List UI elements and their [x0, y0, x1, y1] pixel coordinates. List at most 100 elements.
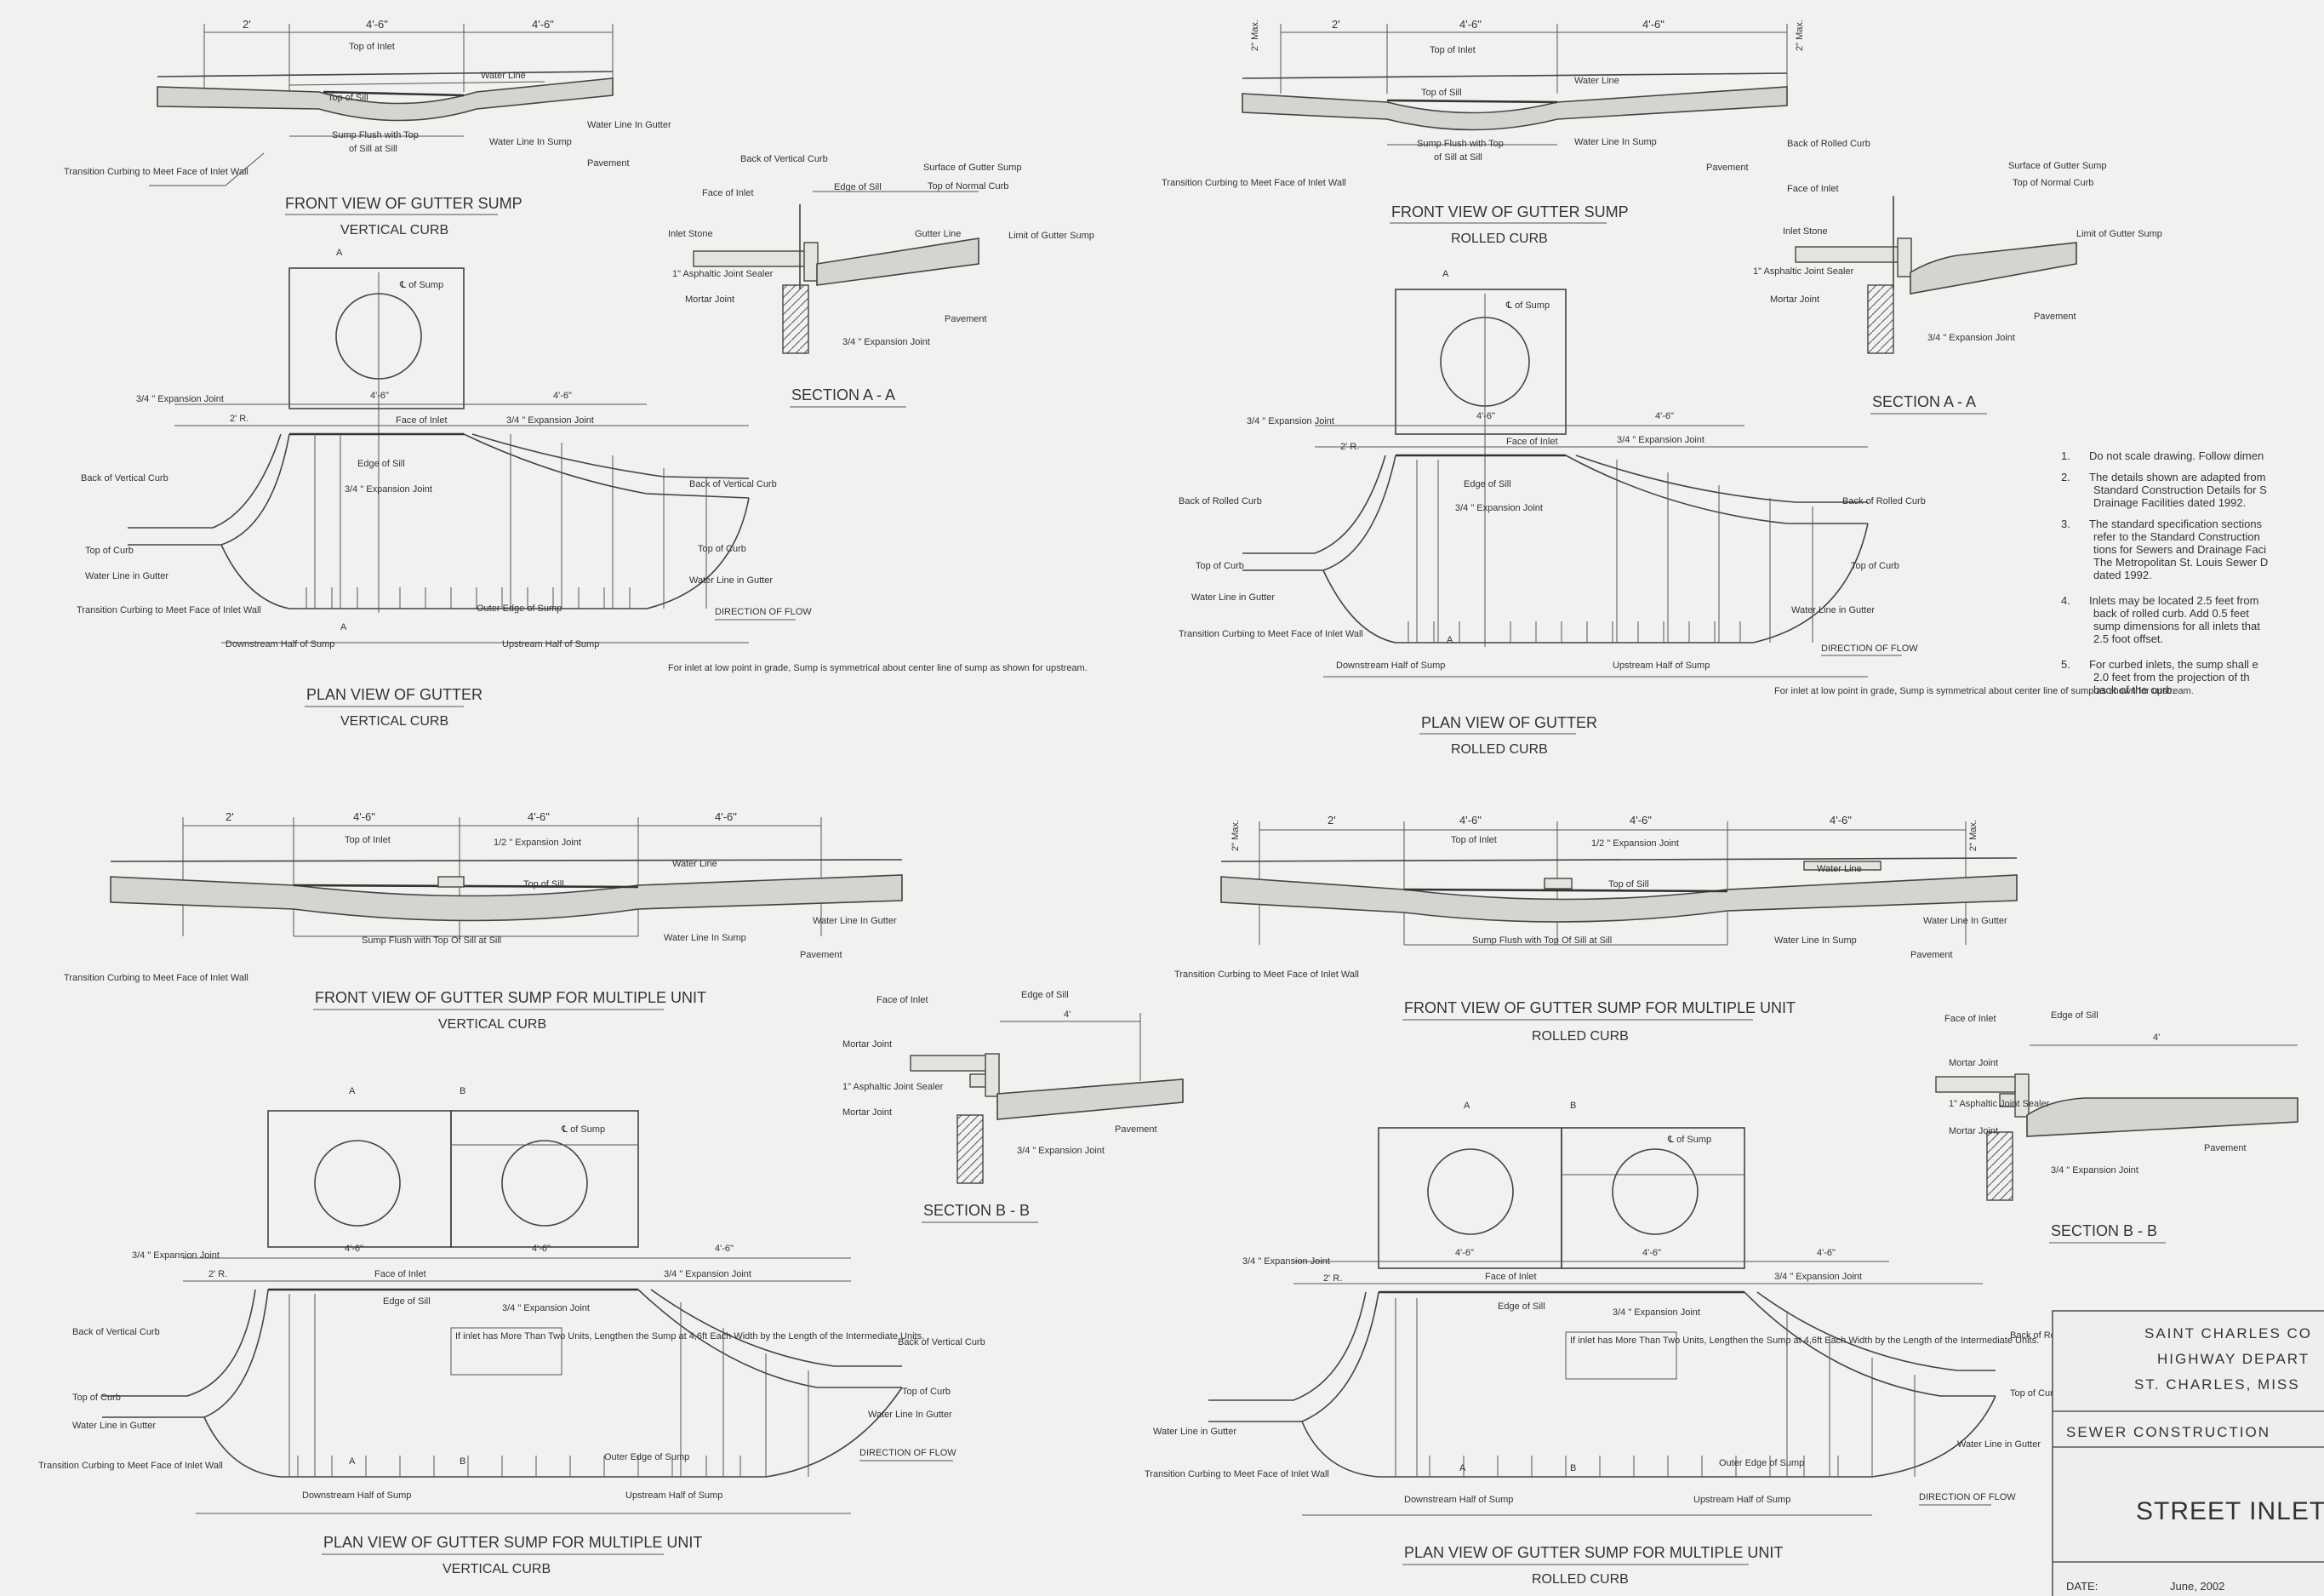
label-expansion-joint: 3/4 " Expansion Joint — [136, 394, 224, 404]
label-upstream: Upstream Half of Sump — [1693, 1495, 1790, 1505]
label-face-inlet: Face of Inlet — [1787, 184, 1839, 194]
note-3: 3. The standard specification sections r… — [2061, 518, 2268, 581]
label-back-curb: Back of Vertical Curb — [72, 1327, 160, 1337]
label-edge-sill: Edge of Sill — [1498, 1301, 1545, 1312]
label-max: 2" Max. — [1968, 820, 1979, 851]
label-top-inlet: Top of Inlet — [1451, 835, 1497, 845]
section-marker-b: B — [1570, 1101, 1576, 1111]
label-upstream: Upstream Half of Sump — [1613, 661, 1710, 671]
label-top-inlet: Top of Inlet — [345, 835, 391, 845]
label-inlet-stone: Inlet Stone — [1783, 226, 1828, 237]
svg-text:Standard Construction Details: Standard Construction Details for S — [2093, 483, 2267, 496]
label-edge-sill: Edge of Sill — [357, 459, 405, 469]
label-water-gutter: Water Line in Gutter — [1153, 1427, 1236, 1437]
date-label: DATE: — [2066, 1580, 2098, 1593]
detail-title: SECTION B - B — [923, 1202, 1030, 1219]
svg-text:sump dimensions for all inlets: sump dimensions for all inlets that — [2093, 620, 2260, 632]
detail-title: SECTION A - A — [1872, 393, 1976, 410]
label-sump-flush: Sump Flush with Top Of Sill at Sill — [1472, 935, 1612, 946]
label-water-line: Water Line — [1574, 76, 1619, 86]
label-water-gutter: Water Line In Gutter — [587, 120, 671, 130]
label-edge-sill: Edge of Sill — [834, 182, 882, 192]
front-view-vertical: 2' 4'-6" 4'-6" Top of Inlet Top of Sill … — [64, 18, 671, 237]
section-marker-b: B — [460, 1456, 465, 1467]
svg-text:Inlets may be located 2.5 feet: Inlets may be located 2.5 feet from — [2089, 594, 2258, 607]
label-top-curb: Top of Curb — [902, 1387, 951, 1397]
label-expansion-joint: 3/4 " Expansion Joint — [132, 1250, 220, 1261]
detail-title: FRONT VIEW OF GUTTER SUMP — [1391, 203, 1629, 220]
label-water-gutter: Water Line in Gutter — [689, 575, 773, 586]
dim-label: 2' — [1328, 814, 1336, 827]
label-expansion-joint: 3/4 " Expansion Joint — [1617, 435, 1704, 445]
label-edge-sill: Edge of Sill — [383, 1296, 431, 1307]
label-water-gutter: Water Line In Gutter — [813, 916, 897, 926]
label-expansion-joint: 3/4 " Expansion Joint — [1774, 1272, 1862, 1282]
dim-label: 4'-6" — [1830, 814, 1852, 827]
label-top-sill: Top of Sill — [1608, 879, 1649, 890]
label-inlet-stone: Inlet Stone — [668, 229, 713, 239]
label-cl-sump: ℄ of Sump — [1667, 1135, 1711, 1145]
section-marker-a: A — [1464, 1101, 1470, 1111]
agency-department: HIGHWAY DEPART — [2157, 1351, 2310, 1367]
label-water-gutter: Water Line in Gutter — [72, 1421, 156, 1431]
front-view-rolled: 2' 4'-6" 4'-6" 2" Max. 2" Max. Top of In… — [1162, 18, 1805, 246]
multi-front-view-rolled: 2' 4'-6" 4'-6" 4'-6" 2" Max. 2" Max. Top… — [1174, 814, 2018, 1044]
label-back-curb: Back of Vertical Curb — [689, 479, 777, 489]
dim-label: 4'-6" — [1655, 411, 1674, 421]
label-expansion-joint: 3/4 " Expansion Joint — [502, 1303, 590, 1313]
label-transition: Transition Curbing to Meet Face of Inlet… — [38, 1461, 223, 1471]
svg-text:Do not scale drawing. Follow: Do not scale drawing. Follow dimen — [2089, 449, 2264, 462]
label-back-curb: Back of Vertical Curb — [740, 154, 828, 164]
label-water-gutter: Water Line in Gutter — [1791, 605, 1875, 615]
drawing-title: STREET INLET S — [2136, 1497, 2324, 1525]
dim-label: 4' — [2153, 1033, 2160, 1043]
label-cl-sump: ℄ of Sump — [1505, 300, 1550, 311]
label-transition: Transition Curbing to Meet Face of Inlet… — [1162, 178, 1346, 188]
label-back-rolled: Back of Rolled Curb — [1842, 496, 1926, 506]
detail-subtitle: VERTICAL CURB — [438, 1017, 546, 1032]
svg-text:4.: 4. — [2061, 594, 2070, 607]
section-marker-a: A — [1459, 1463, 1466, 1473]
label-pavement: Pavement — [1115, 1124, 1157, 1135]
detail-title: FRONT VIEW OF GUTTER SUMP FOR MULTIPLE U… — [1404, 999, 1796, 1016]
svg-text:For curbed inlets, the sump sh: For curbed inlets, the sump shall e — [2089, 658, 2258, 671]
multi-plan-view-rolled: A B ℄ of Sump If inlet has More Than Two… — [1145, 1101, 2093, 1587]
agency-location: ST. CHARLES, MISS — [2134, 1376, 2300, 1393]
dim-label: 4'-6" — [353, 810, 375, 823]
title-block: SAINT CHARLES CO HIGHWAY DEPART ST. CHAR… — [2052, 1310, 2324, 1596]
label-max: 2" Max. — [1250, 20, 1260, 51]
date-value: June, 2002 — [2170, 1580, 2224, 1593]
label-water-line: Water Line — [481, 71, 526, 81]
label-cl-sump: ℄ of Sump — [399, 280, 443, 290]
dim-label: 4'-6" — [1630, 814, 1652, 827]
label-direction-flow: DIRECTION OF FLOW — [859, 1448, 956, 1458]
dim-label: 4'-6" — [1459, 18, 1482, 31]
label-surface-sump: Surface of Gutter Sump — [923, 163, 1022, 173]
label-mortar: Mortar Joint — [1949, 1058, 1998, 1068]
detail-subtitle: VERTICAL CURB — [340, 714, 448, 729]
detail-title: SECTION B - B — [2051, 1222, 2157, 1239]
label-sump-flush: Sump Flush with Top — [1417, 139, 1504, 149]
label-pavement: Pavement — [587, 158, 630, 169]
label-of-sill: of Sill at Sill — [1434, 152, 1482, 163]
label-water-line: Water Line — [1817, 864, 1862, 874]
label-mortar: Mortar Joint — [842, 1039, 892, 1050]
label-multi-unit-note: If inlet has More Than Two Units, Length… — [455, 1331, 924, 1341]
label-expansion-joint: 3/4 " Expansion Joint — [1455, 503, 1543, 513]
dim-label: 4'-6" — [532, 18, 554, 31]
multi-front-view-vertical: 2' 4'-6" 4'-6" 4'-6" Top of Inlet 1/2 " … — [64, 810, 903, 1032]
detail-title: PLAN VIEW OF GUTTER SUMP FOR MULTIPLE UN… — [323, 1534, 702, 1551]
label-water-gutter: Water Line In Gutter — [1923, 916, 2007, 926]
note-2: 2. The details shown are adapted from St… — [2061, 471, 2267, 509]
label-downstream: Downstream Half of Sump — [1404, 1495, 1513, 1505]
label-top-curb: Top of Curb — [1196, 561, 1244, 571]
label-transition: Transition Curbing to Meet Face of Inlet… — [64, 973, 248, 983]
label-downstream: Downstream Half of Sump — [1336, 661, 1445, 671]
label-expansion-joint: 3/4 " Expansion Joint — [842, 337, 930, 347]
label-top-curb: Top of Curb — [2010, 1388, 2058, 1399]
svg-text:back of rolled curb. Add 0.5: back of rolled curb. Add 0.5 feet — [2093, 607, 2249, 620]
label-expansion-joint: 3/4 " Expansion Joint — [1927, 333, 2015, 343]
dim-label: 4'-6" — [366, 18, 388, 31]
label-expansion-joint: 3/4 " Expansion Joint — [1017, 1146, 1105, 1156]
